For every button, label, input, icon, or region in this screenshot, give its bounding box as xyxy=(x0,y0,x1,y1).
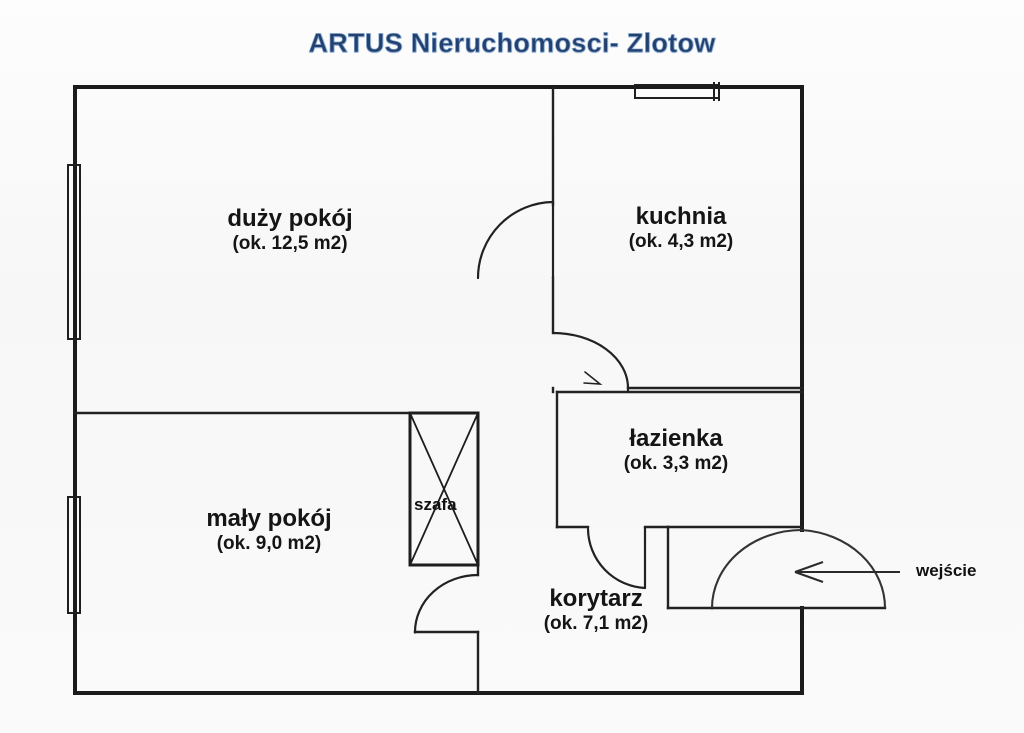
room-area-kuchnia: (ok. 4,3 m2) xyxy=(628,230,734,252)
room-label-kuchnia: kuchnia (ok. 4,3 m2) xyxy=(598,203,764,253)
room-name-maly-pokoj: mały pokój xyxy=(206,505,332,532)
room-label-lazienka: łazienka (ok. 3,3 m2) xyxy=(588,425,764,475)
wardrobe-outline xyxy=(408,411,480,567)
window-left-upper xyxy=(67,164,81,340)
room-label-duzy-pokoj: duży pokój (ok. 12,5 m2) xyxy=(186,205,394,255)
window-left-lower xyxy=(67,496,81,614)
doors xyxy=(413,200,647,634)
entrance-arc-upper xyxy=(710,528,803,609)
room-area-duzy-pokoj: (ok. 12,5 m2) xyxy=(232,232,348,254)
door-lazienka-swing xyxy=(586,527,647,590)
door-kuchnia-arrow xyxy=(583,371,603,385)
room-area-lazienka: (ok. 3,3 m2) xyxy=(623,452,729,474)
room-name-lazienka: łazienka xyxy=(629,425,723,452)
wardrobe-label: szafa xyxy=(414,495,457,514)
room-name-kuchnia: kuchnia xyxy=(635,203,727,230)
entrance-label: wejście xyxy=(916,561,977,580)
entrance-arrow-head xyxy=(794,561,824,583)
door-kuchnia-swing xyxy=(551,331,630,390)
room-area-maly-pokoj: (ok. 9,0 m2) xyxy=(216,532,322,554)
interior-walls xyxy=(73,86,887,695)
room-name-duzy-pokoj: duży pokój xyxy=(227,205,353,232)
page-title: ARTUS Nieruchomosci- Zlotow xyxy=(308,28,716,59)
room-area-korytarz: (ok. 7,1 m2) xyxy=(543,612,649,634)
entrance-arc-lower xyxy=(801,528,887,609)
room-label-korytarz: korytarz (ok. 7,1 m2) xyxy=(508,585,684,635)
entrance-arrow xyxy=(794,561,900,583)
entrance-door xyxy=(710,528,887,609)
door-duzy-pokoj-swing xyxy=(476,200,555,280)
room-name-korytarz: korytarz xyxy=(549,585,643,612)
room-label-maly-pokoj: mały pokój (ok. 9,0 m2) xyxy=(172,505,366,555)
wardrobe xyxy=(408,411,480,567)
windows xyxy=(67,82,720,614)
door-maly-pokoj-swing xyxy=(413,573,480,634)
wardrobe-cross xyxy=(409,412,479,566)
outer-walls xyxy=(73,85,804,695)
